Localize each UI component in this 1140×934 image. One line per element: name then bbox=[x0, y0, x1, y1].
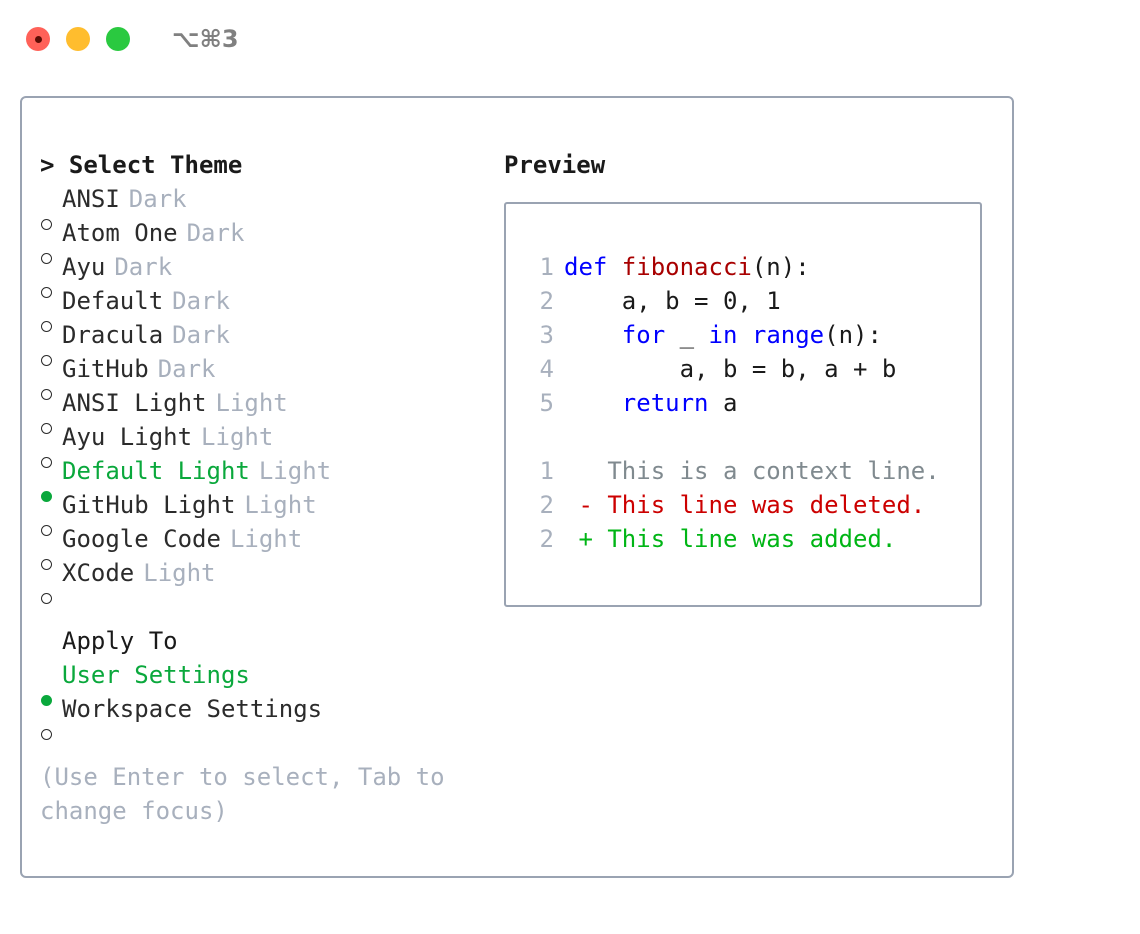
diff-line-number: 2 bbox=[539, 525, 554, 553]
code-token-plain bbox=[564, 321, 622, 349]
minimize-button[interactable] bbox=[66, 27, 90, 51]
code-line: 1 def fibonacci(n): bbox=[520, 250, 980, 284]
option-variant-tag: Light bbox=[258, 457, 332, 485]
code-token-plain bbox=[564, 389, 622, 417]
code-line-number: 5 bbox=[539, 389, 554, 417]
code-token-keyword: def bbox=[564, 253, 622, 281]
option-variant-tag: Dark bbox=[157, 355, 216, 383]
code-line-text: a, b = b, a + b bbox=[564, 352, 897, 386]
option-variant-tag: Dark bbox=[128, 185, 187, 213]
code-line-text: def fibonacci(n): bbox=[564, 250, 810, 284]
option-label: Google Code bbox=[62, 525, 221, 553]
option-label: ANSI Light bbox=[62, 389, 207, 417]
theme-option-0[interactable]: ANSI Dark bbox=[40, 182, 490, 230]
option-label: User Settings bbox=[62, 661, 250, 689]
option-label: Workspace Settings bbox=[62, 695, 323, 723]
diff-line-number: 1 bbox=[539, 457, 554, 485]
option-variant-tag: Dark bbox=[172, 287, 230, 315]
option-label: Default bbox=[62, 287, 164, 315]
option-label: Default Light bbox=[62, 457, 250, 485]
keyboard-shortcut-label: ⌥⌘3 bbox=[172, 25, 239, 53]
option-label: Dracula bbox=[62, 321, 164, 349]
theme-option-1[interactable]: Atom One Dark bbox=[40, 216, 490, 264]
code-line-number: 3 bbox=[539, 321, 554, 349]
option-label: ANSI bbox=[62, 185, 120, 213]
close-button[interactable] bbox=[26, 27, 50, 51]
diff-line-text-added: + This line was added. bbox=[564, 525, 897, 553]
title-bar: ⌥⌘3 bbox=[0, 0, 1140, 78]
diff-line: 2 - This line was deleted. bbox=[520, 488, 980, 522]
code-line-number: 4 bbox=[539, 355, 554, 383]
apply-to-option-1[interactable]: Workspace Settings bbox=[40, 692, 490, 740]
apply-to-option-0[interactable]: User Settings bbox=[40, 658, 490, 706]
keyboard-hint-text: (Use Enter to select, Tab to change focu… bbox=[40, 763, 460, 825]
theme-option-7[interactable]: Ayu Light Light bbox=[40, 420, 490, 468]
option-variant-tag: Light bbox=[244, 491, 317, 519]
code-token-keyword: return bbox=[621, 389, 709, 417]
code-line-number: 1 bbox=[539, 253, 554, 281]
maximize-button[interactable] bbox=[106, 27, 130, 51]
apply-to-header: Apply To bbox=[62, 627, 178, 655]
select-theme-header: > Select Theme bbox=[40, 151, 243, 179]
code-line-text: for _ in range(n): bbox=[564, 318, 882, 352]
code-line: 2 a, b = 0, 1 bbox=[520, 284, 980, 318]
theme-option-11[interactable]: XCode Light bbox=[40, 556, 490, 604]
theme-option-4[interactable]: Dracula Dark bbox=[40, 318, 490, 366]
code-token-keyword: for bbox=[621, 321, 666, 349]
option-label: GitHub bbox=[62, 355, 149, 383]
option-variant-tag: Dark bbox=[114, 253, 173, 281]
code-token-plain: a, b = b, a + b bbox=[564, 355, 897, 383]
traffic-lights bbox=[26, 27, 130, 51]
code-token-plain: (n): bbox=[824, 321, 882, 349]
diff-line: 1 This is a context line. bbox=[520, 454, 980, 488]
code-token-keyword: in bbox=[708, 321, 738, 349]
code-line: 3 for _ in range(n): bbox=[520, 318, 980, 352]
code-token-plain: _ bbox=[665, 321, 709, 349]
theme-option-6[interactable]: ANSI Light Light bbox=[40, 386, 490, 434]
code-line-number: 2 bbox=[539, 287, 554, 315]
option-variant-tag: Light bbox=[201, 423, 274, 451]
theme-option-9[interactable]: GitHub Light Light bbox=[40, 488, 490, 536]
code-token-keyword: range bbox=[751, 321, 825, 349]
list-spacer bbox=[40, 590, 490, 624]
diff-line-number: 2 bbox=[539, 491, 554, 519]
code-line: 4 a, b = b, a + b bbox=[520, 352, 980, 386]
diff-line: 2 + This line was added. bbox=[520, 522, 980, 556]
option-label: Atom One bbox=[62, 219, 178, 247]
option-label: Ayu Light bbox=[62, 423, 193, 451]
code-token-plain: a bbox=[708, 389, 738, 417]
code-line-text: return a bbox=[564, 386, 738, 420]
option-variant-tag: Light bbox=[229, 525, 303, 553]
code-line-text: a, b = 0, 1 bbox=[564, 284, 781, 318]
option-label: Ayu bbox=[62, 253, 106, 281]
theme-option-3[interactable]: Default Dark bbox=[40, 284, 490, 332]
diff-line-text-context: This is a context line. bbox=[564, 457, 940, 485]
theme-option-2[interactable]: Ayu Dark bbox=[40, 250, 490, 298]
option-label: XCode bbox=[62, 559, 135, 587]
code-token-function: fibonacci bbox=[621, 253, 752, 281]
theme-option-5[interactable]: GitHub Dark bbox=[40, 352, 490, 400]
option-variant-tag: Dark bbox=[186, 219, 245, 247]
option-label: GitHub Light bbox=[62, 491, 236, 519]
option-variant-tag: Light bbox=[215, 389, 288, 417]
diff-line-text-deleted: - This line was deleted. bbox=[564, 491, 926, 519]
option-variant-tag: Dark bbox=[172, 321, 230, 349]
code-token-plain bbox=[737, 321, 751, 349]
theme-option-10[interactable]: Google Code Light bbox=[40, 522, 490, 570]
code-token-plain: (n): bbox=[751, 253, 810, 281]
code-line: 5 return a bbox=[520, 386, 980, 420]
theme-option-8[interactable]: Default Light Light bbox=[40, 454, 490, 502]
diff-sample: 1 This is a context line.2 - This line w… bbox=[520, 454, 980, 556]
preview-header: Preview bbox=[504, 151, 606, 179]
code-token-plain: a, b = 0, 1 bbox=[564, 287, 781, 315]
option-variant-tag: Light bbox=[143, 559, 216, 587]
code-diff-separator bbox=[520, 420, 980, 454]
